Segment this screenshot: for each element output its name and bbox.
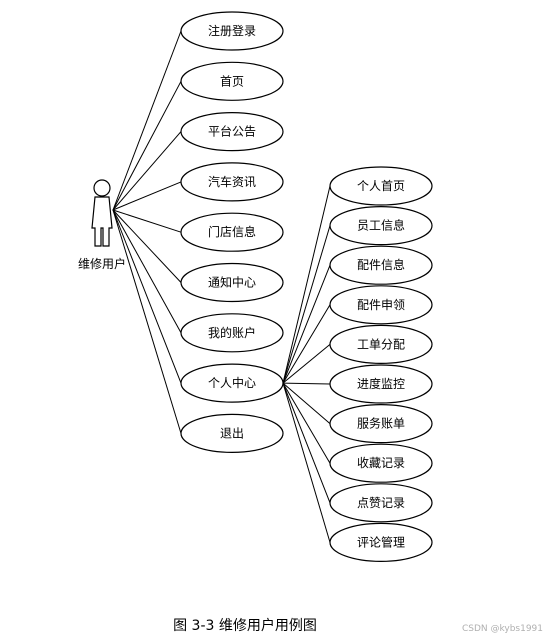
use-case-label: 汽车资讯	[208, 174, 256, 189]
association-line	[112, 181, 182, 211]
association-line	[112, 209, 182, 334]
use-case: 通知中心	[180, 262, 284, 303]
actor-head	[93, 179, 111, 197]
sub-use-case-label: 配件申领	[357, 298, 405, 312]
use-case-ellipse	[180, 363, 284, 403]
sub-use-case: 服务账单	[329, 404, 433, 444]
sub-use-case-ellipse	[329, 285, 433, 325]
use-case: 首页	[180, 61, 284, 101]
association-lines	[112, 30, 331, 543]
sub-use-case: 员工信息	[329, 206, 433, 246]
use-case-ellipse	[180, 11, 284, 51]
sub-use-case: 个人首页	[329, 166, 433, 206]
association-line	[112, 209, 182, 283]
association-line	[112, 81, 182, 211]
use-case-label: 通知中心	[208, 275, 256, 290]
use-case: 个人中心	[180, 363, 284, 403]
sub-use-case-label: 个人首页	[357, 179, 405, 193]
sub-use-case-label: 配件信息	[357, 257, 405, 272]
sub-use-case: 评论管理	[329, 522, 433, 563]
use-case-ellipse	[180, 212, 284, 252]
use-case: 我的账户	[180, 313, 284, 353]
actor-label: 维修用户	[78, 256, 126, 271]
sub-use-case-label: 工单分配	[357, 337, 405, 351]
actor-body	[91, 196, 113, 247]
association-line	[112, 209, 182, 434]
association-line	[112, 30, 182, 211]
sub-use-case-label: 点赞记录	[357, 496, 405, 510]
include-line	[282, 304, 331, 384]
include-line	[282, 225, 331, 384]
use-case-ellipse	[180, 61, 284, 101]
figure-caption: 图 3-3 维修用户用例图	[173, 618, 317, 634]
sub-use-case: 配件申领	[329, 285, 433, 325]
sub-use-case: 收藏记录	[329, 443, 433, 483]
use-case-label: 个人中心	[208, 375, 256, 390]
use-case: 注册登录	[180, 11, 284, 51]
use-case-ellipse	[180, 413, 284, 453]
sub-use-case-ellipse	[329, 483, 433, 523]
use-case: 平台公告	[180, 112, 284, 152]
include-line	[282, 382, 331, 424]
use-case: 汽车资讯	[180, 162, 284, 202]
sub-use-case-ellipse	[329, 245, 433, 285]
association-line	[112, 209, 182, 384]
sub-use-case-ellipse	[329, 404, 433, 444]
use-case-ellipse	[180, 112, 284, 152]
use-case-label: 平台公告	[208, 124, 256, 139]
include-line	[282, 382, 331, 464]
sub-use-case: 点赞记录	[329, 483, 433, 523]
include-line	[282, 344, 331, 384]
actor-maintenance-user: 维修用户	[78, 179, 126, 271]
use-case-label: 门店信息	[208, 224, 256, 239]
use-case-label: 注册登录	[208, 23, 256, 38]
include-line	[282, 265, 331, 384]
sub-use-case-ellipse	[329, 443, 433, 483]
association-line	[112, 209, 182, 233]
use-case-label: 我的账户	[208, 325, 256, 340]
use-case-label: 退出	[220, 426, 244, 440]
use-case: 门店信息	[180, 212, 284, 252]
sub-use-case-label: 员工信息	[357, 218, 405, 233]
watermark: CSDN @kybs1991	[461, 624, 543, 634]
use-case: 退出	[180, 413, 284, 453]
include-line	[282, 185, 331, 384]
sub-use-case: 配件信息	[329, 245, 433, 285]
sub-use-case-ellipse	[329, 206, 433, 246]
use-case-ellipse	[180, 162, 284, 202]
sub-use-case: 工单分配	[329, 324, 433, 364]
include-line	[282, 382, 331, 543]
include-line	[282, 382, 331, 385]
sub-use-case-ellipse	[329, 364, 433, 404]
use-case-ellipse	[180, 313, 284, 353]
association-line	[112, 131, 182, 211]
sub-use-case-ellipse	[329, 166, 433, 206]
include-line	[282, 382, 331, 503]
sub-use-case-ellipse	[329, 522, 433, 563]
sub-use-case-label: 收藏记录	[357, 456, 405, 470]
sub-use-case-ellipse	[329, 324, 433, 364]
use-case-label: 首页	[220, 74, 244, 88]
sub-use-case: 进度监控	[329, 364, 433, 404]
sub-use-case-label: 进度监控	[357, 376, 405, 391]
sub-use-case-label: 评论管理	[357, 534, 405, 549]
sub-use-case-label: 服务账单	[357, 416, 405, 431]
use-case-ellipse	[180, 262, 284, 303]
